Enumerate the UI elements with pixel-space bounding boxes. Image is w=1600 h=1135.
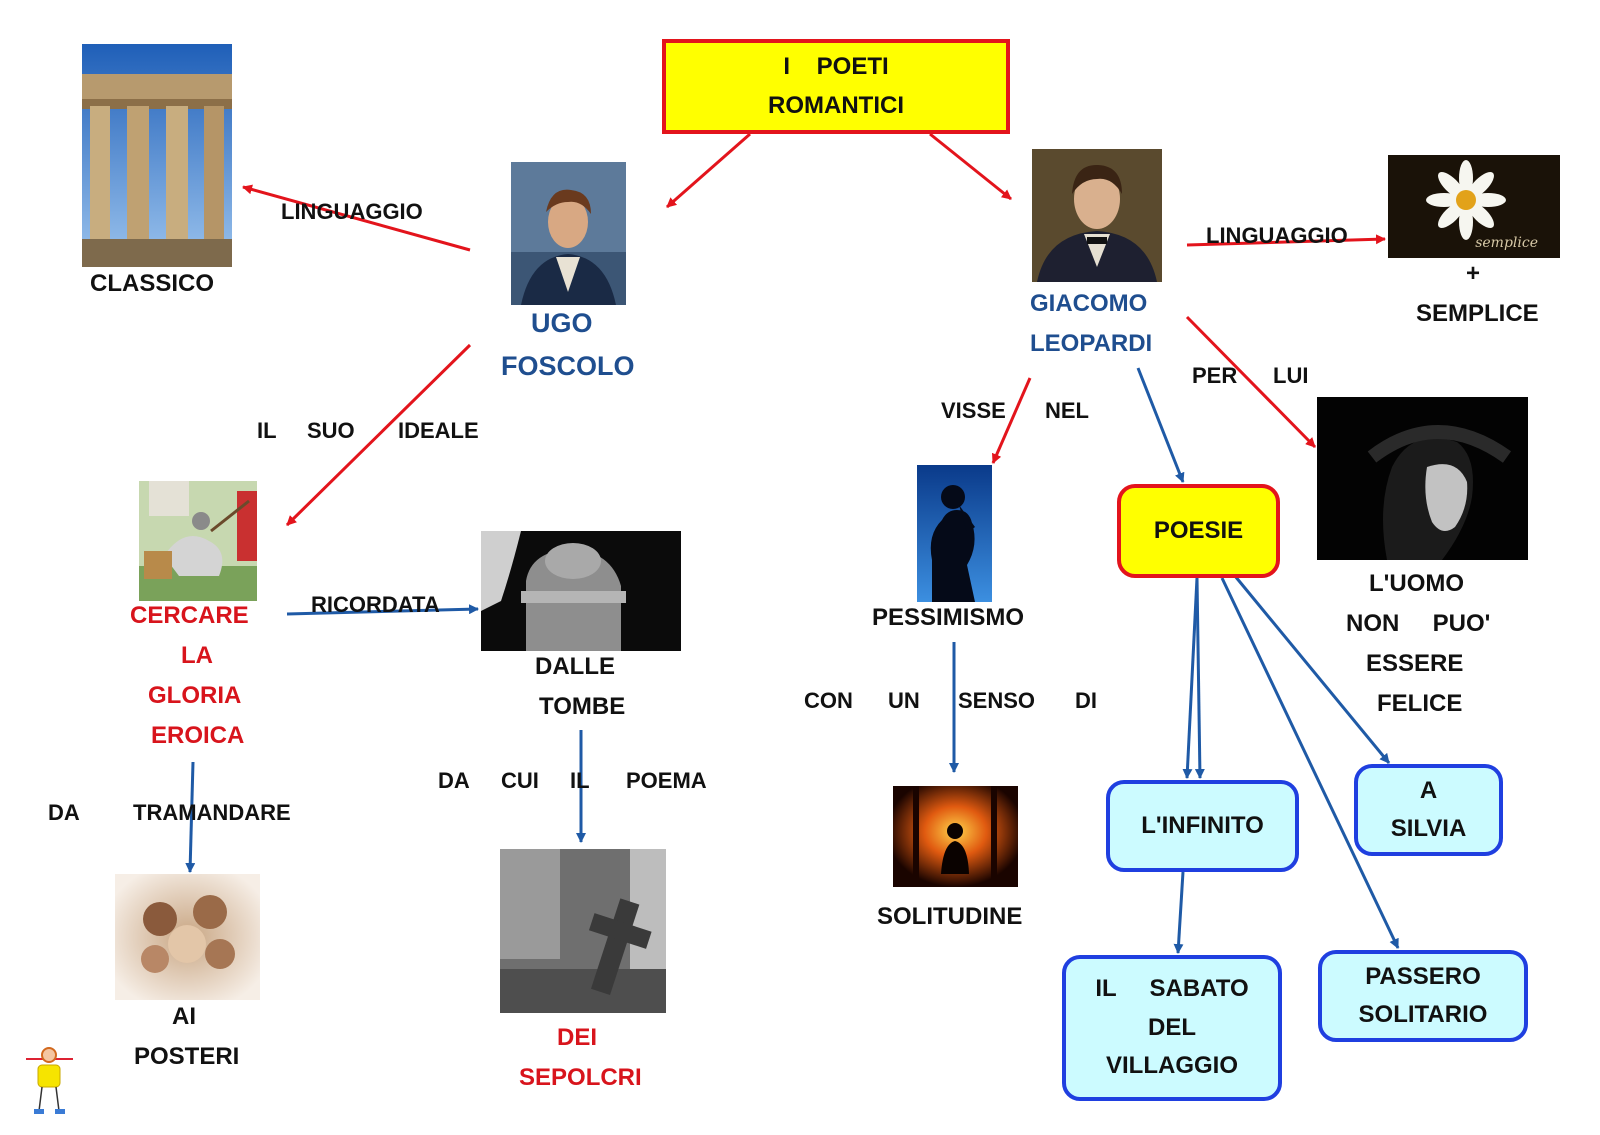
sense-word-3: SENSO — [958, 688, 1036, 713]
lived-word-1: VISSE — [941, 398, 1006, 423]
poem-word-2: CUI — [501, 768, 539, 793]
arrow-foscolo-ideal — [285, 343, 472, 527]
sepolcri-word-1: DEI — [557, 1024, 598, 1051]
glory-word-2: LA — [181, 642, 213, 669]
unhappy-word-3: ESSERE — [1366, 650, 1464, 677]
silvia-word-2: SILVIA — [1390, 815, 1467, 842]
arrow-foscolo-language — [242, 184, 471, 252]
hand-down-word-2: TRAMANDARE — [133, 800, 291, 825]
leopardi-name-last: LEOPARDI — [1030, 330, 1153, 357]
unhappy-word-4: FELICE — [1377, 690, 1463, 717]
arrow-title-to-leopardi — [929, 132, 1012, 201]
sense-word-2: UN — [888, 688, 920, 713]
tombs-word-1: DALLE — [535, 653, 615, 680]
poems-label: POESIE — [1153, 516, 1244, 544]
ideal-word-1: IL — [257, 418, 277, 443]
children-photo — [115, 874, 260, 1000]
for-him-word-1: PER — [1192, 363, 1238, 388]
arrow-poems-silvia — [1233, 575, 1391, 764]
leopardi-name-first: GIACOMO — [1030, 290, 1148, 317]
mascot-figure — [22, 1045, 77, 1117]
poem-word-4: POEMA — [626, 768, 707, 793]
sepolcri-word-2: SEPOLCRI — [519, 1064, 642, 1091]
leopardi-portrait — [1032, 149, 1162, 282]
title-line2: ROMANTICI — [768, 91, 904, 119]
poems-box: POESIE — [1117, 484, 1280, 578]
title-box: I POETI ROMANTICI — [662, 39, 1010, 134]
hand-down-word-1: DA — [48, 800, 80, 825]
daisy-caption: semplice — [1475, 235, 1538, 251]
unhappy-word-1: L'UOMO — [1369, 570, 1465, 597]
greek-temple-image — [82, 44, 232, 267]
sense-word-1: CON — [804, 688, 853, 713]
arrow-leopardi-lived — [991, 377, 1032, 464]
arrow-glory-hand-down — [185, 761, 196, 873]
arrow-poems-passero — [1220, 577, 1400, 949]
sabato-line-2: DEL — [1148, 1013, 1196, 1041]
title-line1: I POETI — [783, 53, 889, 81]
foscolo-portrait — [511, 162, 626, 305]
foscolo-language-label: LINGUAGGIO — [281, 199, 423, 224]
infinito-label: L'INFINITO — [1141, 811, 1264, 839]
veiled-face-image — [1317, 397, 1528, 560]
foscolo-name-last: FOSCOLO — [501, 351, 635, 381]
fire-silhouette-image — [893, 786, 1018, 887]
posterity-word-2: POSTERI — [134, 1043, 240, 1070]
tombs-word-2: TOMBE — [539, 693, 626, 720]
sabato-box: IL SABATO DEL VILLAGGIO — [1062, 955, 1282, 1101]
plus-sign: + — [1466, 260, 1481, 287]
poem-word-1: DA — [438, 768, 470, 793]
unhappy-word-2: NON PUO' — [1346, 610, 1491, 637]
simple-label: SEMPLICE — [1416, 300, 1539, 327]
arrow-leopardi-language — [1186, 234, 1386, 247]
leopardi-language-label: LINGUAGGIO — [1206, 223, 1348, 248]
glory-word-1: CERCARE — [130, 602, 249, 629]
poem-word-3: IL — [570, 768, 590, 793]
infinito-box: L'INFINITO — [1106, 780, 1299, 872]
arrow-title-to-foscolo — [666, 132, 751, 209]
daisy-image: semplice — [1388, 155, 1560, 258]
passero-box: PASSERO SOLITARIO — [1318, 950, 1528, 1042]
arrow-poems-infinito-b — [1194, 577, 1205, 779]
thinking-silhouette-image — [917, 465, 992, 602]
classic-label: CLASSICO — [90, 270, 215, 297]
foscolo-name-first: UGO — [531, 308, 593, 338]
ideal-word-2: SUO — [307, 418, 355, 443]
sense-word-4: DI — [1075, 688, 1097, 713]
glory-word-3: GLORIA — [148, 682, 242, 709]
solitude-label: SOLITUDINE — [877, 903, 1023, 930]
glory-word-4: EROICA — [151, 722, 245, 749]
silvia-word-1: A — [1419, 776, 1438, 804]
passero-word-1: PASSERO — [1365, 962, 1481, 990]
sabato-line-1: IL SABATO — [1095, 975, 1249, 1003]
for-him-word-2: LUI — [1273, 363, 1309, 388]
arrow-infinito-sabato — [1173, 871, 1185, 954]
passero-word-2: SOLITARIO — [1358, 1001, 1488, 1028]
arrow-glory-remembered — [286, 604, 479, 616]
cemetery-cross-image — [500, 849, 666, 1013]
sabato-line-3: VILLAGGIO — [1106, 1052, 1238, 1080]
arrow-poems-infinito-a — [1182, 577, 1199, 779]
ideal-word-3: IDEALE — [398, 418, 479, 443]
silvia-box: A SILVIA — [1354, 764, 1503, 856]
posterity-word-1: AI — [172, 1003, 196, 1030]
lived-word-2: NEL — [1045, 398, 1089, 423]
arrow-leopardi-for-him — [1185, 315, 1317, 449]
pessimism-label: PESSIMISMO — [872, 604, 1025, 631]
knight-battle-image — [139, 481, 257, 601]
arrow-leopardi-poems — [1136, 367, 1185, 483]
tomb-angel-image — [481, 531, 681, 651]
remembered-label: RICORDATA — [311, 592, 440, 617]
